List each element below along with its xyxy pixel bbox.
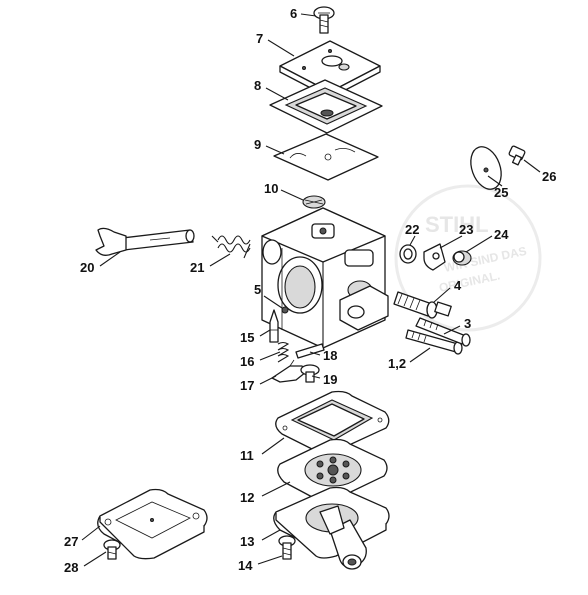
part-gasket-plate <box>273 133 379 181</box>
callout-17: 17 <box>240 378 254 393</box>
callout-27: 27 <box>64 534 78 549</box>
part-ring <box>399 244 417 264</box>
callout-10: 10 <box>264 181 278 196</box>
callout-25: 25 <box>494 185 508 200</box>
callout-13: 13 <box>240 534 254 549</box>
part-disc <box>470 146 502 190</box>
callout-15: 15 <box>240 330 254 345</box>
callout-11: 11 <box>240 448 254 463</box>
callout-20: 20 <box>80 260 94 275</box>
callout-22: 22 <box>405 222 419 237</box>
part-torsion-spring <box>211 235 251 259</box>
leader-lines <box>81 13 541 567</box>
part-carburetor-body <box>261 207 389 349</box>
callout-labels: 6 7 8 9 10 22 23 24 25 26 20 21 5 4 3 15… <box>64 6 556 575</box>
callout-18: 18 <box>323 348 337 363</box>
callout-23: 23 <box>459 222 473 237</box>
part-inlet-needle <box>269 309 279 343</box>
callout-5: 5 <box>254 282 261 297</box>
part-screw-top <box>313 6 335 34</box>
callout-12: 12 <box>240 490 254 505</box>
part-spring-small <box>277 341 290 363</box>
callout-28: 28 <box>64 560 78 575</box>
part-gasket-lower <box>275 390 390 455</box>
part-throttle-shaft <box>95 227 195 256</box>
callout-4: 4 <box>454 278 462 293</box>
part-pump-cover <box>273 486 390 570</box>
callout-8: 8 <box>254 78 261 93</box>
part-lever <box>423 243 446 271</box>
part-screw-alt <box>103 539 121 560</box>
callout-3: 3 <box>464 316 471 331</box>
part-screw-lever <box>300 364 320 383</box>
callout-7: 7 <box>256 31 263 46</box>
part-low-speed-needle <box>415 317 471 347</box>
callout-9: 9 <box>254 137 261 152</box>
part-diaphragm <box>277 438 388 503</box>
part-ball <box>281 306 289 314</box>
callout-1-2: 1,2 <box>388 356 406 371</box>
callout-21: 21 <box>190 260 204 275</box>
callout-19: 19 <box>323 372 337 387</box>
part-plug <box>452 250 472 266</box>
part-gasket-frame <box>269 79 383 134</box>
part-adjusting-screw <box>393 291 452 319</box>
callout-16: 16 <box>240 354 254 369</box>
callout-24: 24 <box>494 227 509 242</box>
callout-26: 26 <box>542 169 556 184</box>
watermark-brand: STIHL <box>425 212 489 237</box>
part-screw-bottom <box>278 535 296 560</box>
part-alternate-cover <box>97 488 208 560</box>
callout-14: 14 <box>238 558 253 573</box>
part-screw-right <box>508 145 526 166</box>
part-screen-filter <box>302 195 326 209</box>
part-pin <box>295 343 325 359</box>
callout-6: 6 <box>290 6 297 21</box>
